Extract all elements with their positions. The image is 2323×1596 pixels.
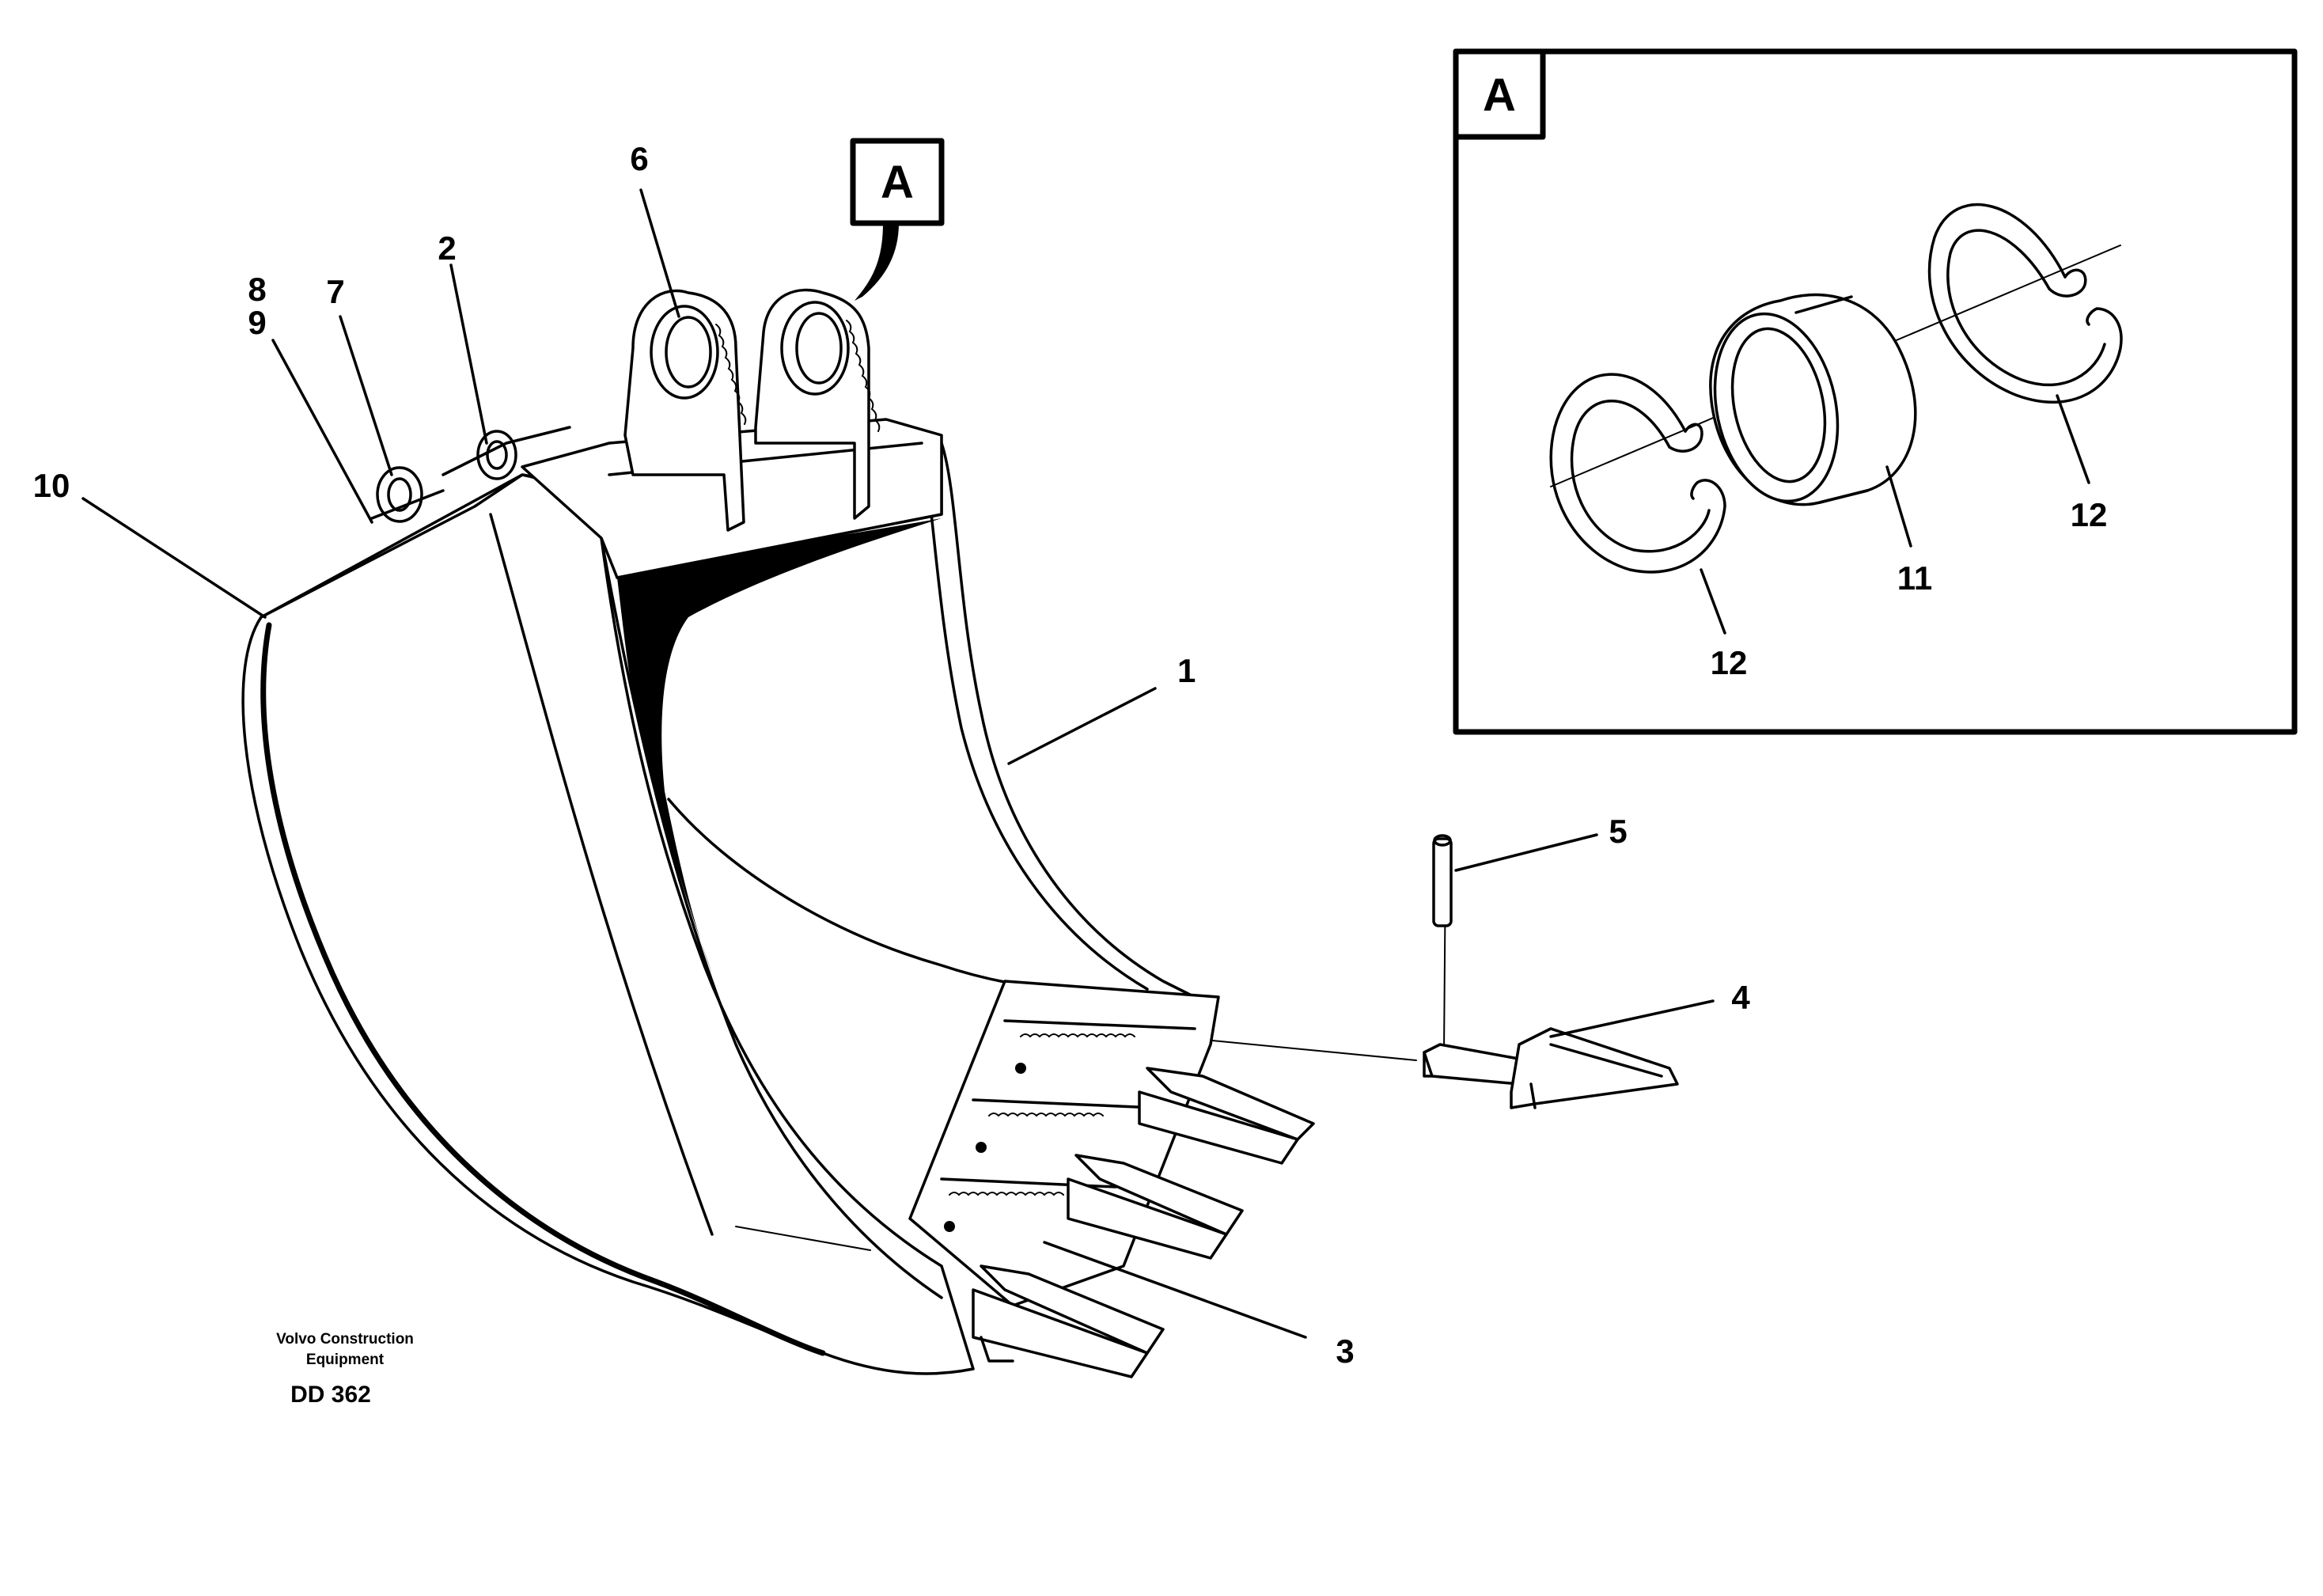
detail-frame (1453, 48, 2298, 735)
leader-6 (639, 188, 680, 318)
detail-view-a: A (1453, 48, 2298, 735)
leader-lines (81, 188, 2090, 1339)
callout-numbers: 1 2 3 4 5 6 7 8 9 10 11 12 12 (33, 140, 2108, 1370)
callout-2: 2 (438, 229, 456, 267)
callout-7: 7 (326, 273, 344, 310)
bucket-tooth-3 (980, 1264, 1165, 1355)
credit-company-line2: Equipment (306, 1351, 385, 1368)
lifting-eye (376, 466, 423, 523)
callout-10: 10 (33, 467, 70, 504)
teeth-assembly (908, 980, 1315, 1378)
leader-12-right (2056, 394, 2090, 484)
callout-9: 9 (248, 304, 266, 341)
detail-marker: A (850, 138, 945, 301)
leader-11 (1885, 465, 1912, 548)
leader-7 (339, 315, 393, 476)
tooth-tip (1510, 1027, 1679, 1109)
leader-5 (1454, 833, 1598, 872)
exploded-tooth (1211, 834, 1679, 1109)
bucket-opening-edge (600, 536, 943, 1299)
callout-8: 8 (248, 271, 266, 308)
cutting-edge-plate (908, 980, 1220, 1307)
callout-11: 11 (1897, 559, 1932, 597)
bearing-ring (1709, 293, 1917, 506)
bucket-tooth-1 (1146, 1067, 1315, 1141)
leader-1 (1007, 687, 1157, 765)
leader-10 (81, 497, 267, 619)
callout-1: 1 (1177, 652, 1196, 689)
bucket-back-curve (260, 622, 826, 1356)
mounting-ears (623, 288, 881, 532)
leader-12-left (1700, 568, 1726, 635)
callout-6: 6 (630, 140, 648, 177)
leader-3 (1043, 1241, 1307, 1339)
detail-marker-label: A (881, 157, 914, 208)
credit-company-line1: Volvo Construction (276, 1331, 414, 1348)
ear-bore-right (780, 301, 850, 396)
callout-3: 3 (1336, 1333, 1354, 1370)
circlip-left (1549, 373, 1726, 574)
callout-5: 5 (1609, 813, 1627, 850)
callout-4: 4 (1731, 979, 1750, 1016)
detail-box-label: A (1483, 70, 1516, 121)
circlip-right (1927, 203, 2123, 404)
callout-12-left: 12 (1711, 644, 1748, 681)
credit-block: Volvo Construction Equipment DD 362 (276, 1331, 414, 1408)
bucket-tooth-2 (1074, 1154, 1244, 1236)
leader-8-9 (271, 339, 373, 524)
ear-bore-left (650, 305, 719, 400)
detail-box-label-frame (1453, 48, 1546, 140)
retaining-pin (1432, 837, 1453, 927)
leader-2 (449, 263, 488, 445)
tooth-adapter-shank (1423, 1043, 1529, 1086)
leader-4 (1549, 999, 1715, 1038)
drawing-code: DD 362 (290, 1382, 371, 1408)
callout-12-right: 12 (2071, 496, 2108, 533)
